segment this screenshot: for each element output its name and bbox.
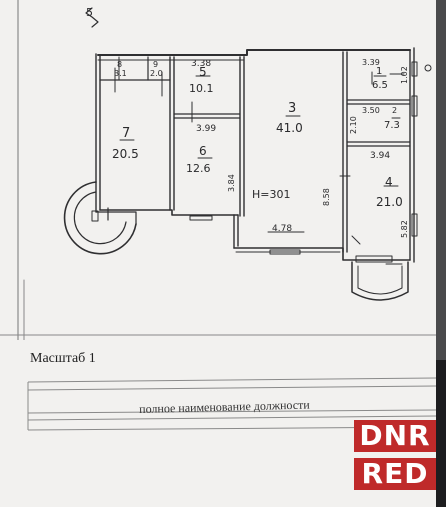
room-3-area: 41.0 xyxy=(276,121,303,135)
room-6-number: 6 xyxy=(199,144,207,158)
position-caption: полное наименование должности xyxy=(139,397,310,416)
room-8-number: 8 xyxy=(117,60,122,69)
room-2-dim-top: 3.50 xyxy=(362,106,380,115)
room-3-dim-side: 8.58 xyxy=(322,188,331,206)
watermark-line-2: RED xyxy=(354,458,436,490)
room-2-number: 2 xyxy=(392,106,397,115)
room-4-dim-side: 5.82 xyxy=(400,220,409,238)
room-3-dim-bottom: 4.78 xyxy=(272,224,292,234)
room-9-area: 2.0 xyxy=(150,69,163,78)
room-1-area: 6.5 xyxy=(372,80,388,91)
room-6-dim-top: 3.99 xyxy=(196,124,216,134)
room-2-area: 7.3 xyxy=(384,120,400,131)
room-1-number: 1 xyxy=(376,66,382,77)
floor-plan: 5 8 3.1 9 2.0 3.38 5 10.1 7 20.5 3.99 6 … xyxy=(0,0,436,340)
corner-mark: 5 xyxy=(86,6,93,19)
room-6-dim-side: 3.84 xyxy=(227,174,236,192)
photo-edge-shadow xyxy=(436,360,446,507)
room-7-number: 7 xyxy=(122,126,130,141)
room-5-number: 5 xyxy=(199,65,207,79)
room-4-dim-top: 3.94 xyxy=(370,151,390,161)
scale-label: Масштаб 1 xyxy=(30,351,96,366)
room-7-area: 20.5 xyxy=(112,147,139,161)
room-2-dim-side: 2.10 xyxy=(349,116,358,134)
site-watermark: DNR RED xyxy=(354,420,436,492)
room-1-dim-side: 1.02 xyxy=(400,66,409,84)
room-6-area: 12.6 xyxy=(186,162,211,175)
room-5-dim-top: 3.38 xyxy=(191,59,211,69)
watermark-line-1: DNR xyxy=(354,420,436,452)
room-3-height: H=301 xyxy=(252,188,290,201)
document-sheet: 5 8 3.1 9 2.0 3.38 5 10.1 7 20.5 3.99 6 … xyxy=(0,0,436,507)
room-1-dim-top: 3.39 xyxy=(362,58,380,67)
room-4-number: 4 xyxy=(385,175,393,189)
room-8-area: 3.1 xyxy=(114,69,127,78)
room-9-number: 9 xyxy=(153,60,158,69)
room-5-area: 10.1 xyxy=(189,82,214,95)
room-4-area: 21.0 xyxy=(376,195,403,209)
room-3-number: 3 xyxy=(288,101,296,116)
